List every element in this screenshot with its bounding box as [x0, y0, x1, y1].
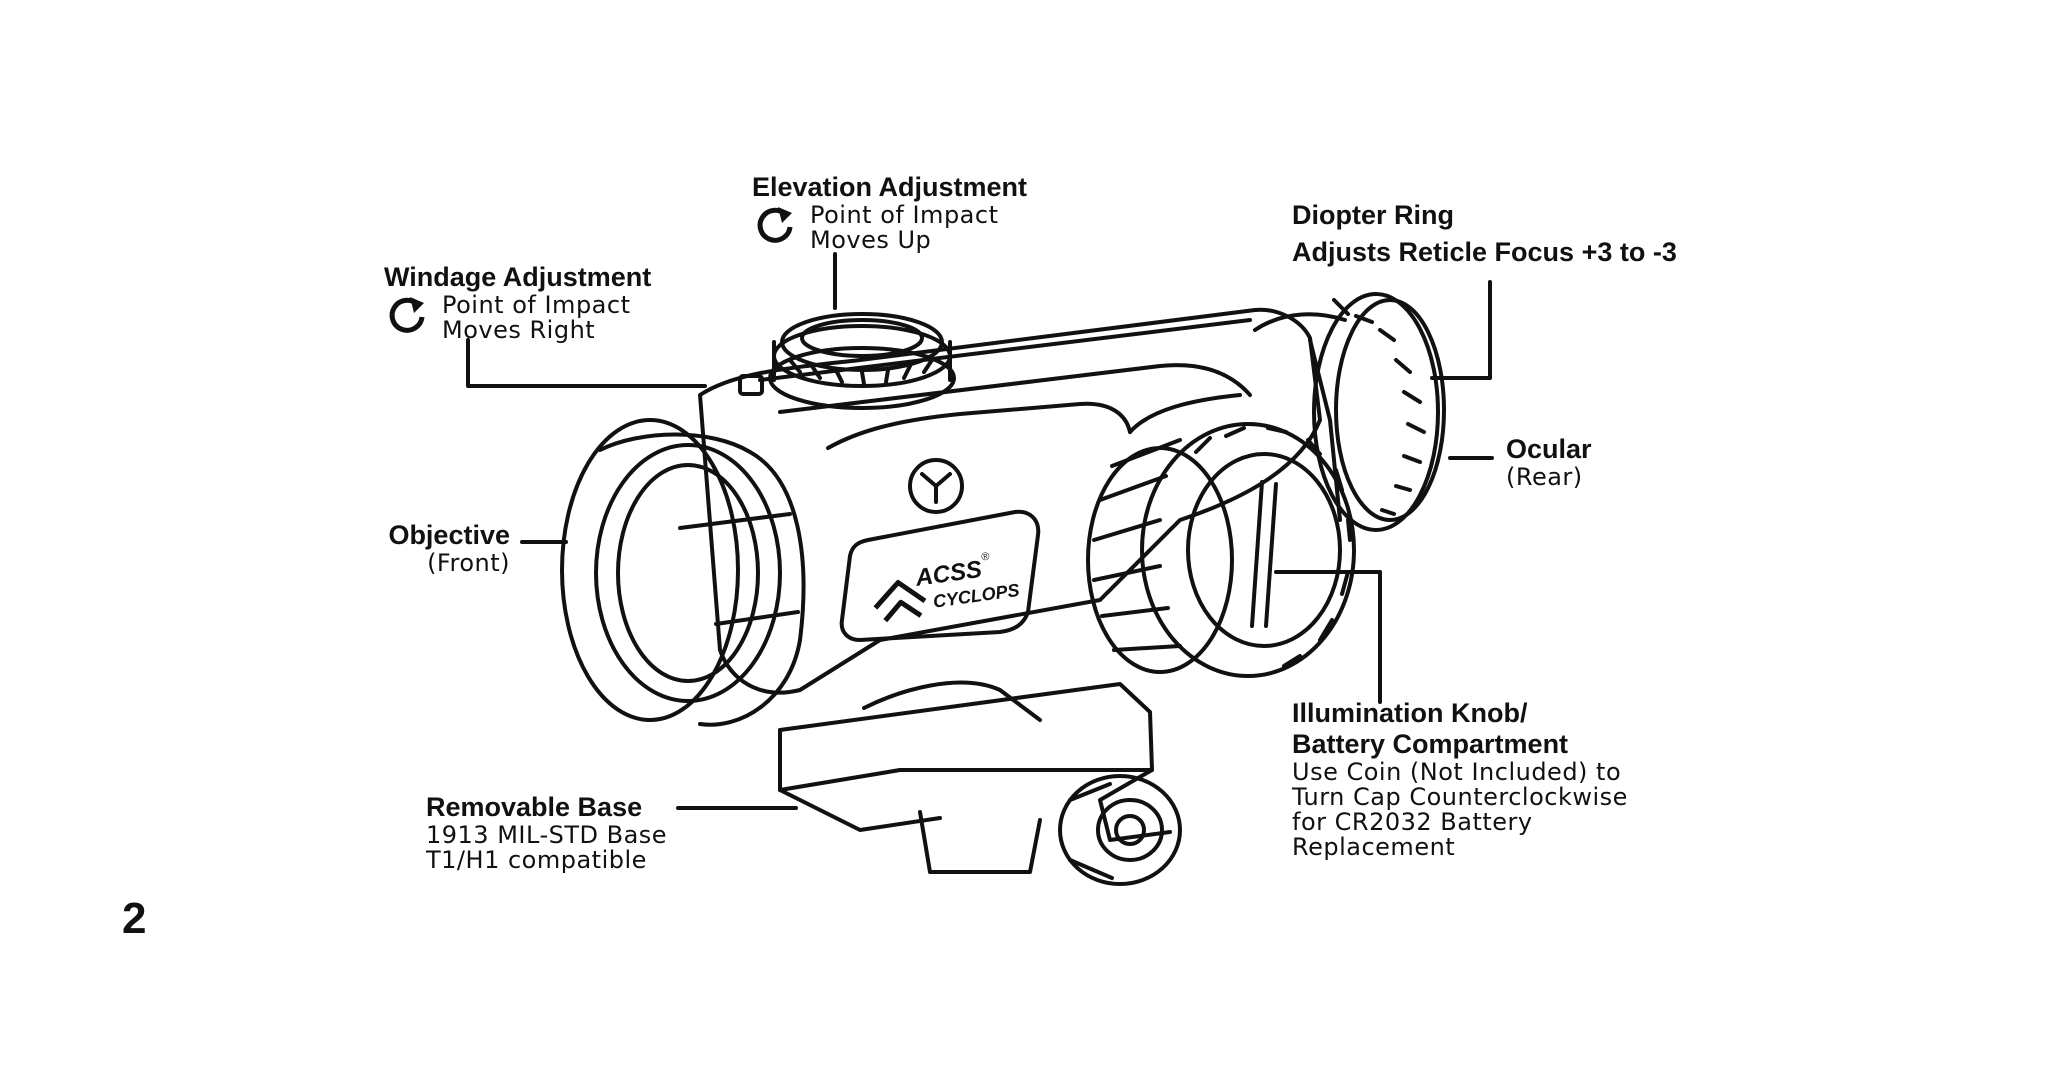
base-heading: Removable Base	[426, 792, 643, 822]
leader-windage	[466, 338, 707, 388]
illumination-line-4: Replacement	[1292, 833, 1456, 861]
clockwise-arrow-icon	[757, 207, 793, 243]
elevation-turret	[738, 312, 956, 410]
elevation-line-1: Point of Impact	[810, 201, 999, 229]
leader-diopter	[1430, 280, 1492, 380]
diopter-label: Diopter Ring Adjusts Reticle Focus +3 to…	[1292, 200, 1677, 268]
sight-housing	[698, 307, 1322, 695]
illumination-heading-2: Battery Compartment	[1292, 729, 1569, 759]
ocular-diopter	[1253, 292, 1446, 532]
leader-lines	[466, 252, 1494, 810]
logo-registered-mark: ®	[981, 551, 991, 564]
illumination-knob	[1086, 422, 1356, 678]
base-line-2: T1/H1 compatible	[426, 846, 647, 874]
y-emblem	[908, 458, 964, 514]
elevation-line-2: Moves Up	[810, 226, 932, 254]
illumination-line-2: Turn Cap Counterclockwise	[1292, 783, 1628, 811]
objective-note: (Front)	[427, 549, 510, 577]
leader-illumination	[1274, 570, 1382, 704]
elevation-label: Elevation Adjustment Point of Impact Mov…	[752, 172, 1027, 253]
base-line-1: 1913 MIL-STD Base	[426, 821, 668, 849]
windage-heading: Windage Adjustment	[384, 262, 652, 292]
ocular-note: (Rear)	[1506, 463, 1583, 491]
illumination-line-3: for CR2032 Battery	[1292, 808, 1533, 836]
ocular-heading: Ocular	[1506, 434, 1592, 464]
page-number: 2	[122, 894, 147, 943]
elevation-heading: Elevation Adjustment	[752, 172, 1028, 202]
brand-logo: ACSS ® CYCLOPS	[873, 551, 1021, 623]
illumination-heading: Illumination Knob/	[1292, 698, 1528, 728]
windage-label: Windage Adjustment Point of Impact Moves…	[384, 262, 651, 343]
illumination-line-1: Use Coin (Not Included) to	[1292, 758, 1622, 786]
diopter-heading: Diopter Ring	[1292, 200, 1454, 230]
objective-bell	[560, 418, 806, 727]
removable-base	[778, 680, 1182, 886]
base-label: Removable Base 1913 MIL-STD Base T1/H1 c…	[426, 792, 667, 873]
illumination-label: Illumination Knob/ Battery Compartment U…	[1292, 698, 1628, 860]
objective-label: Objective (Front)	[372, 520, 510, 576]
windage-line-2: Moves Right	[442, 316, 596, 344]
windage-line-1: Point of Impact	[442, 291, 631, 319]
objective-heading: Objective	[388, 520, 510, 550]
diopter-range: Adjusts Reticle Focus +3 to -3	[1292, 237, 1677, 267]
clockwise-arrow-icon	[389, 297, 425, 333]
ocular-label: Ocular (Rear)	[1506, 434, 1592, 490]
